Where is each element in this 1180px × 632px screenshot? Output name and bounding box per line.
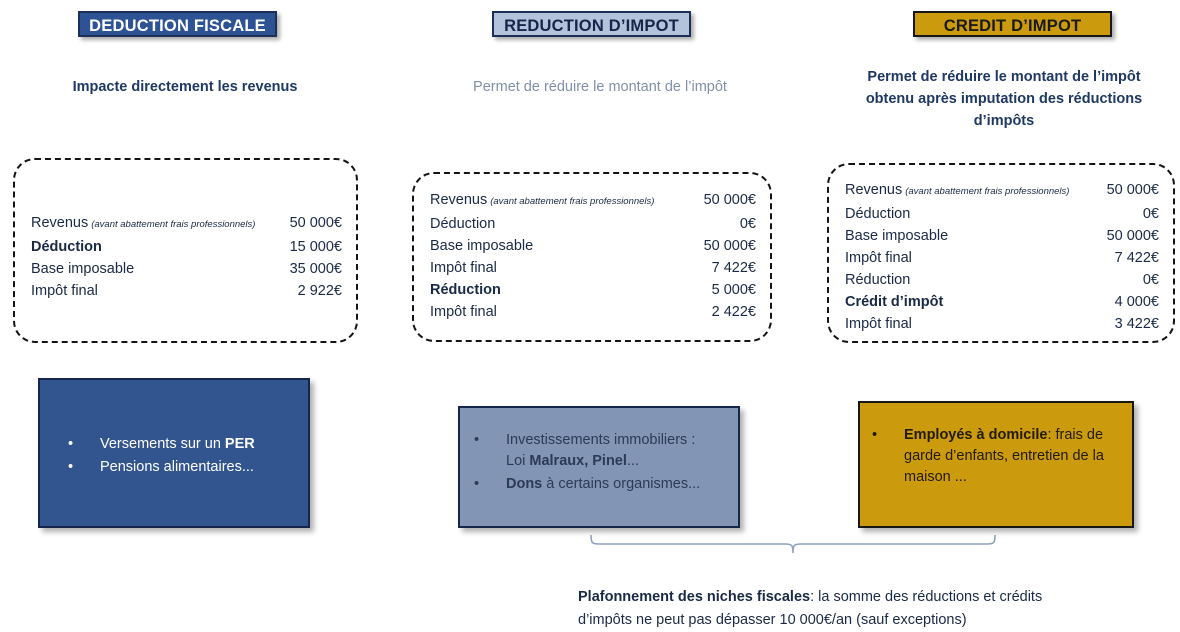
calculation-row: Déduction 15 000€ bbox=[31, 236, 342, 258]
subtitle-deduction-fiscale: Impacte directement les revenus bbox=[72, 79, 298, 95]
examples-panel-deduction: Versements sur un PERPensions alimentair… bbox=[38, 378, 310, 528]
badge-credit-dimpot: CREDIT D’IMPOT bbox=[913, 11, 1112, 37]
calculation-row: Impôt final 7 422€ bbox=[430, 257, 756, 279]
row-label: Crédit d’impôt bbox=[845, 294, 944, 310]
row-label: Revenus(avant abattement frais professio… bbox=[430, 192, 655, 208]
calculation-row: Déduction 0€ bbox=[845, 203, 1159, 225]
row-label: Déduction bbox=[845, 206, 911, 222]
calculation-row: Revenus(avant abattement frais professio… bbox=[430, 189, 756, 213]
row-label: Base imposable bbox=[845, 228, 949, 244]
badge-reduction-dimpot: REDUCTION D’IMPOT bbox=[492, 11, 691, 37]
row-note: (avant abattement frais professionnels) bbox=[905, 186, 1070, 197]
row-note: (avant abattement frais professionnels) bbox=[91, 219, 256, 230]
emphasis-text: Dons bbox=[506, 476, 543, 492]
row-label: Déduction bbox=[430, 216, 496, 232]
row-value: 0€ bbox=[739, 216, 756, 232]
row-label: Déduction bbox=[31, 239, 102, 255]
examples-panel-credit: Employés à domicile: frais de garde d’en… bbox=[858, 401, 1134, 528]
row-label: Impôt final bbox=[430, 260, 497, 276]
row-value: 15 000€ bbox=[289, 239, 342, 255]
row-value: 0€ bbox=[1142, 272, 1159, 288]
calculation-row: Impôt final 7 422€ bbox=[845, 247, 1159, 269]
calculation-rows-credit: Revenus(avant abattement frais professio… bbox=[845, 179, 1159, 335]
list-item: Investissements immobiliers :Loi Malraux… bbox=[474, 430, 726, 472]
row-label: Revenus(avant abattement frais professio… bbox=[31, 215, 256, 231]
list-item: Dons à certains organismes... bbox=[474, 474, 726, 495]
calculation-row: Impôt final 2 422€ bbox=[430, 301, 756, 323]
row-label: Base imposable bbox=[430, 238, 534, 254]
grouping-brace-icon bbox=[590, 534, 996, 554]
row-label: Impôt final bbox=[430, 304, 497, 320]
row-note: (avant abattement frais professionnels) bbox=[490, 196, 655, 207]
calculation-row: Base imposable 50 000€ bbox=[430, 235, 756, 257]
subtitle-credit-dimpot: Permet de réduire le montant de l’impôt … bbox=[865, 69, 1143, 129]
footnote-title: Plafonnement des niches fiscales bbox=[578, 589, 811, 605]
row-value: 7 422€ bbox=[1114, 250, 1159, 266]
examples-list-deduction: Versements sur un PERPensions alimentair… bbox=[68, 434, 298, 480]
row-value: 35 000€ bbox=[289, 261, 342, 277]
row-value: 7 422€ bbox=[711, 260, 756, 276]
calculation-row: Revenus(avant abattement frais professio… bbox=[31, 212, 342, 236]
row-label: Réduction bbox=[845, 272, 911, 288]
calculation-row: Déduction 0€ bbox=[430, 213, 756, 235]
calculation-row: Crédit d’impôt 4 000€ bbox=[845, 291, 1159, 313]
row-value: 50 000€ bbox=[703, 192, 756, 208]
calculation-box-credit: Revenus(avant abattement frais professio… bbox=[827, 163, 1175, 343]
calculation-row: Revenus(avant abattement frais professio… bbox=[845, 179, 1159, 203]
row-label: Revenus(avant abattement frais professio… bbox=[845, 182, 1070, 198]
calculation-rows-deduction: Revenus(avant abattement frais professio… bbox=[31, 212, 342, 302]
calculation-row: Impôt final 3 422€ bbox=[845, 313, 1159, 335]
calculation-row: Base imposable 35 000€ bbox=[31, 258, 342, 280]
calculation-row: Base imposable 50 000€ bbox=[845, 225, 1159, 247]
calculation-row: Réduction 5 000€ bbox=[430, 279, 756, 301]
emphasis-text: Malraux, Pinel bbox=[529, 453, 627, 469]
row-value: 50 000€ bbox=[703, 238, 756, 254]
row-label: Impôt final bbox=[845, 250, 912, 266]
row-label: Réduction bbox=[430, 282, 501, 298]
footnote-plafonnement: Plafonnement des niches fiscales: la som… bbox=[578, 586, 1078, 632]
row-value: 50 000€ bbox=[289, 215, 342, 231]
emphasis-text: Employés à domicile bbox=[904, 427, 1048, 443]
list-item: Employés à domicile: frais de garde d’en… bbox=[872, 425, 1122, 488]
row-label: Impôt final bbox=[845, 316, 912, 332]
calculation-box-reduction: Revenus(avant abattement frais professio… bbox=[412, 172, 772, 342]
footnote-body: : la somme des réductions et crédits d’i… bbox=[578, 589, 1043, 628]
list-item: Pensions alimentaires... bbox=[68, 457, 298, 478]
calculation-row: Réduction 0€ bbox=[845, 269, 1159, 291]
list-item: Versements sur un PER bbox=[68, 434, 298, 455]
examples-panel-reduction: Investissements immobiliers :Loi Malraux… bbox=[458, 406, 740, 528]
calculation-rows-reduction: Revenus(avant abattement frais professio… bbox=[430, 189, 756, 323]
row-value: 0€ bbox=[1142, 206, 1159, 222]
emphasis-text: PER bbox=[224, 436, 255, 452]
calculation-box-deduction: Revenus(avant abattement frais professio… bbox=[13, 158, 358, 343]
row-label: Base imposable bbox=[31, 261, 135, 277]
row-value: 2 422€ bbox=[711, 304, 756, 320]
examples-list-credit: Employés à domicile: frais de garde d’en… bbox=[872, 425, 1122, 490]
column-deduction-fiscale: DEDUCTION FISCALE Impacte directement le… bbox=[0, 0, 380, 630]
row-label: Impôt final bbox=[31, 283, 98, 299]
subtitle-reduction-dimpot: Permet de réduire le montant de l’impôt bbox=[473, 79, 727, 95]
row-value: 2 922€ bbox=[297, 283, 342, 299]
row-value: 5 000€ bbox=[711, 282, 756, 298]
row-value: 3 422€ bbox=[1114, 316, 1159, 332]
row-value: 50 000€ bbox=[1106, 182, 1159, 198]
badge-deduction-fiscale: DEDUCTION FISCALE bbox=[78, 11, 277, 37]
row-value: 50 000€ bbox=[1106, 228, 1159, 244]
calculation-row: Impôt final 2 922€ bbox=[31, 280, 342, 302]
row-value: 4 000€ bbox=[1114, 294, 1159, 310]
examples-list-reduction: Investissements immobiliers :Loi Malraux… bbox=[474, 430, 726, 497]
